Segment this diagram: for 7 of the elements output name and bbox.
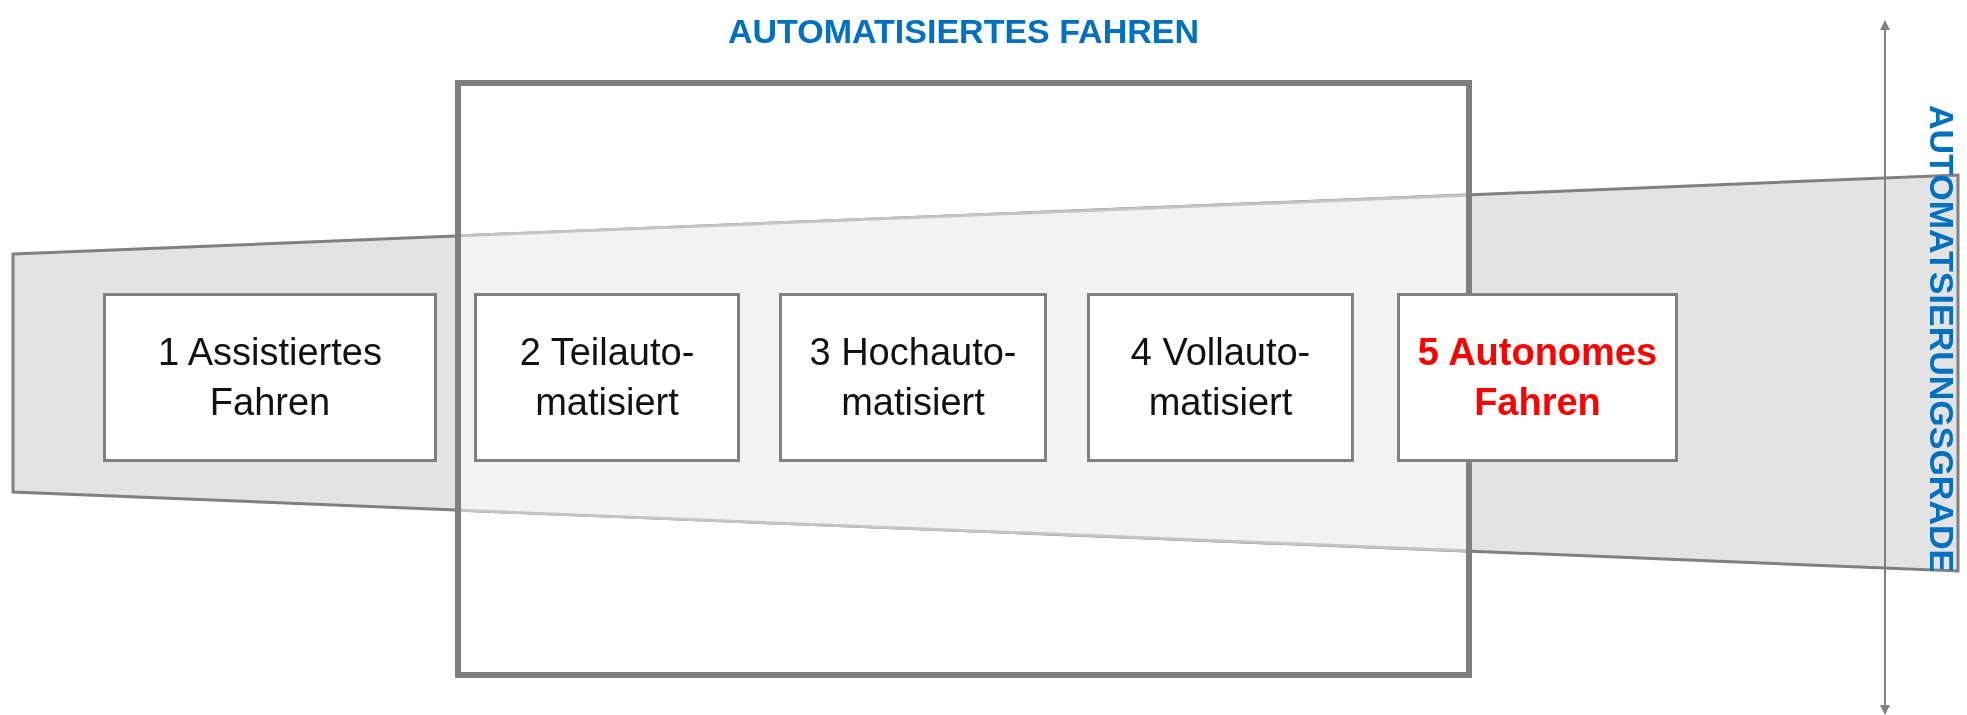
axis-label: AUTOMATSIERUNGSGRADE: [1922, 105, 1961, 573]
level-box: 2 Teilauto- matisiert: [474, 293, 740, 462]
level-box: 3 Hochauto- matisiert: [779, 293, 1047, 462]
level-box: 5 Autonomes Fahren: [1397, 293, 1678, 462]
group-title: AUTOMATISIERTES FAHREN: [727, 12, 1200, 51]
level-box: 4 Vollauto- matisiert: [1087, 293, 1354, 462]
level-box: 1 Assistiertes Fahren: [103, 293, 437, 462]
